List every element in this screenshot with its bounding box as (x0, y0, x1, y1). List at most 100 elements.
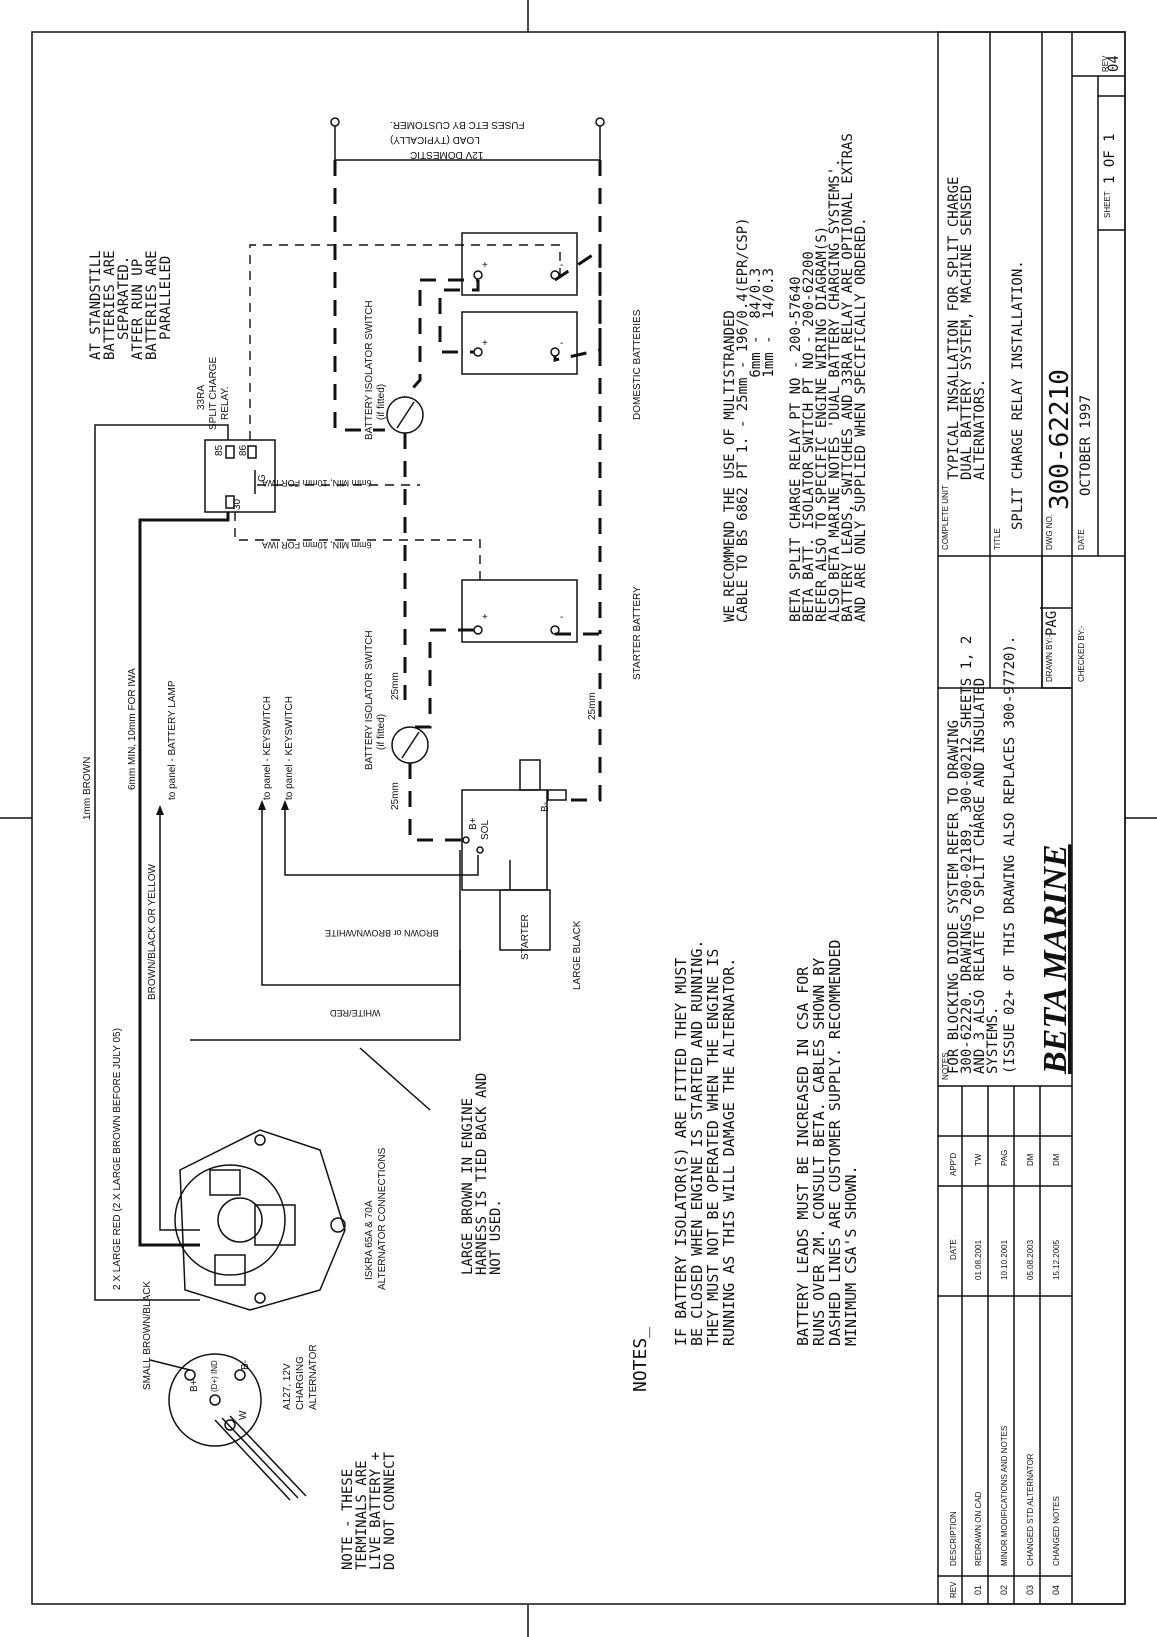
date-value: OCTOBER 1997 (1078, 395, 1094, 496)
starter-battery (461, 579, 578, 643)
iso-domestic-line-2: (if fitted) (376, 384, 387, 420)
notes-para1-line-2: BE CLOSED WHEN ENGINE IS STARTED AND RUN… (688, 940, 706, 1346)
iso-domestic-line-1: BATTERY ISOLATOR SWITCH (364, 300, 375, 440)
revision-table (938, 1086, 1072, 1604)
rev-row-1-appd: TW (974, 1153, 983, 1166)
standstill-line-4: ATFER RUN UP (130, 259, 146, 360)
titleblock-notes-line-1: FOR BLOCKING DIODE SYSTEM REFER TO DRAWI… (946, 720, 962, 1074)
rev-row-3-date: 05.08.2003 (1026, 1239, 1035, 1280)
notes-block: NOTES_ IF BATTERY ISOLATOR(S) ARE FITTED… (630, 133, 869, 1392)
appd-header: APP'D (949, 1152, 958, 1176)
small-brown-black-label: SMALL BROWN/BLACK (142, 1281, 153, 1390)
a127-term-bminus: B- (240, 1360, 251, 1370)
a127-alternator (149, 1353, 307, 1501)
svg-text:+: + (482, 260, 488, 271)
wiring: FUSES ETC BY CUSTOMER. LOAD (TYPICALLY) … (82, 117, 643, 1570)
a127-term-dplus: (D+) IND (210, 1360, 219, 1392)
wire-6mm-label-a: 6mm MIN, 10mm FOR IWA (262, 478, 372, 488)
domestic-batteries-label: DOMESTIC BATTERIES (632, 309, 643, 420)
standstill-line-3: SEPARATED. (116, 256, 132, 340)
rev-row-4-description: CHANGED NOTES (1052, 1496, 1061, 1566)
iso-starter-line-2: (if fitted) (376, 714, 387, 750)
beta-parts-line-2: BETA BATT. ISOLATOR SWITCH PT NO - 200-6… (801, 251, 817, 622)
iskra-alternator (174, 1129, 346, 1311)
rev-row-4-appd: DM (1052, 1153, 1061, 1166)
relay-pin-86: 86 (238, 444, 249, 456)
notes-para1-line-3: THEY MUST NOT BE OPERATED WHEN THE ENGIN… (704, 949, 722, 1346)
svg-text:-: - (560, 260, 563, 271)
notes-heading: NOTES_ (630, 1327, 651, 1392)
date-label: DATE (1077, 529, 1086, 550)
beta-parts-line-5: BATTERY LEADS, SWITCHES AND 33RA RELAY A… (840, 133, 856, 622)
rev-row-3-rev: 03 (1025, 1585, 1035, 1595)
svg-text:-: - (560, 338, 563, 349)
description-header: DESCRIPTION (949, 1511, 958, 1566)
standstill-line-6: PARALLELED (158, 256, 174, 340)
complete-unit-line-3: ALTERNATORS. (972, 379, 988, 480)
drawn-by-value: PAG (1044, 611, 1060, 636)
keyswitch-label-1: to panel - KEYSWITCH (262, 696, 273, 800)
load-line-3: 12V DOMESTIC (410, 149, 483, 160)
large-brown-line-3: NOT USED. (488, 1199, 504, 1275)
notes-para2-line-4: MINIMUM CSA'S SHOWN. (842, 1165, 860, 1346)
title-label: TITLE (993, 528, 1002, 550)
beta-parts-line-1: BETA SPLIT CHARGE RELAY PT NO - 200-5764… (788, 276, 804, 622)
drawing-title: SPLIT CHARGE RELAY INSTALLATION. (1010, 260, 1026, 530)
svg-text:-: - (560, 612, 563, 623)
brown-black-yellow-label: BROWN/BLACK OR YELLOW (147, 863, 158, 1000)
split-charge-relay (204, 439, 276, 513)
a127-term-bplus: B+ (189, 1379, 200, 1392)
standstill-line-1: AT STANDSTILL (88, 250, 104, 360)
a127-line-1: A127, 12V (282, 1363, 293, 1410)
two-large-red-label: 2 X LARGE RED (2 X LARGE BROWN BEFORE JU… (112, 1028, 123, 1290)
keyswitch-label-2: to panel - KEYSWITCH (284, 696, 295, 800)
dwg-no-label: DWG NO. (1045, 514, 1054, 550)
titleblock-notes-line-3: AND 3 ALSO RELATE TO SPLIT CHARGE AND IN… (972, 678, 988, 1074)
notes-para2-line-2: RUNS OVER 2M. CONSULT BETA. CABLES SHOWN… (810, 958, 828, 1346)
brand-logo: BETA MARINE (1037, 844, 1074, 1075)
beta-parts-line-6: AND ARE ONLY SUPPLIED WHEN SPECIFICALLY … (853, 217, 869, 622)
recommend-line-4: 1mm - 14/0.3 (761, 268, 777, 622)
recommend-line-2: CABLE TO BS 6862 PT 1. - 25mm - 196/0.4(… (735, 217, 751, 622)
standstill-line-5: BATTERIES ARE (144, 250, 160, 360)
mm25-label-a: 25mm (390, 672, 401, 700)
load-line-2: LOAD (TYPICALLY) (390, 134, 480, 145)
svg-text:+: + (482, 338, 488, 349)
large-brown-line-2: HARNESS IS TIED BACK AND (474, 1073, 490, 1275)
load-line-1: FUSES ETC BY CUSTOMER. (390, 119, 525, 130)
rev-row-3-description: CHANGED STD ALTERNATOR (1026, 1453, 1035, 1566)
iskra-line-1: ISKRA 65A & 70A (364, 1200, 375, 1280)
titleblock-notes-label: NOTES (941, 1052, 950, 1080)
live-note-line-2: TERMINALS ARE (354, 1460, 370, 1570)
large-brown-line-1: LARGE BROWN IN ENGINE (460, 1098, 476, 1275)
rev-row-4-date: 15.12.2005 (1052, 1239, 1061, 1280)
rev-row-3-appd: DM (1026, 1153, 1035, 1166)
complete-unit-label: COMPLETE UNIT (941, 485, 950, 550)
rev-row-2-description: MINOR MODIFICATIONS AND NOTES (1000, 1426, 1009, 1566)
notes-para2-line-1: BATTERY LEADS MUST BE INCREASED IN CSA F… (794, 966, 812, 1346)
rev-row-2-date: 10.10.2001 (1000, 1239, 1009, 1280)
a127-term-w: W (238, 1410, 249, 1420)
complete-unit-line-2: DUAL BATTERY SYSTEM, MACHINE SENSED (959, 185, 975, 480)
domestic-battery-2 (461, 311, 578, 375)
drawn-by-label: DRAWN BY:- (1045, 634, 1054, 682)
rev-row-4-rev: 04 (1051, 1585, 1061, 1595)
sheet-label: SHEET (1103, 191, 1112, 218)
recommend-line-3: 6mm - 84/0.3 (748, 268, 764, 622)
mm25-label-c: 25mm (587, 692, 598, 720)
a127-line-3: ALTERNATOR (308, 1344, 319, 1410)
wire-1mm-brown-label: 1mm BROWN (82, 757, 93, 820)
relay-pin-g: G (257, 474, 268, 482)
notes-para1-line-4: RUNNING AS THIS WILL DAMAGE THE ALTERNAT… (720, 958, 738, 1346)
sol-label: SOL (480, 820, 491, 840)
live-note-line-3: LIVE BATTERY + (368, 1452, 384, 1570)
iso-starter-line-1: BATTERY ISOLATOR SWITCH (364, 630, 375, 770)
relay-line-3: RELAY. (220, 386, 231, 420)
standstill-line-2: BATTERIES ARE (102, 250, 118, 360)
rev-header: REV (949, 1581, 958, 1598)
wire-6mm-label-c: 6mm MIN, 10mm FOR IWA (127, 668, 138, 790)
rev-label: REV (1101, 55, 1110, 72)
large-black-label: LARGE BLACK (572, 920, 583, 990)
